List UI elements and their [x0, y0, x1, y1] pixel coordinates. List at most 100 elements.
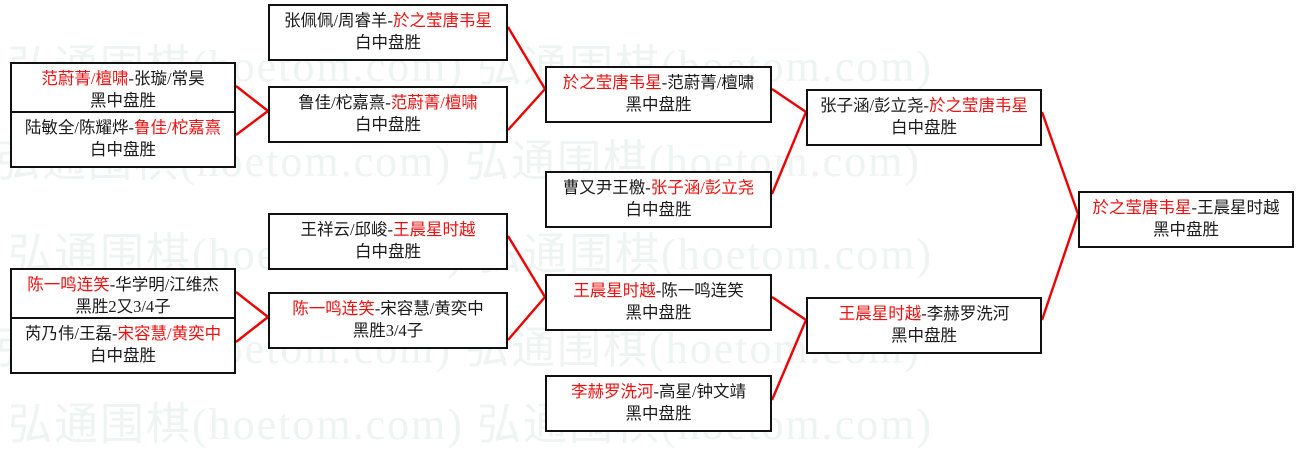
- vs-dash: -: [653, 382, 659, 401]
- vs-dash: -: [128, 118, 135, 137]
- match-players: 陈一鸣连笑-宋容慧/黄奕中: [276, 298, 500, 320]
- player-winner: 李赫罗洗河: [570, 382, 654, 401]
- vs-dash: -: [655, 281, 662, 300]
- match-players: 陈一鸣连笑-华学明/江维杰: [18, 274, 228, 296]
- match-players: 於之莹唐韦星-王晨星时越: [1086, 197, 1286, 219]
- connector-line: [506, 235, 547, 298]
- match-result: 黑中盘胜: [625, 94, 692, 114]
- match-players: 范蔚菁/檀啸-张璇/常昊: [18, 68, 228, 90]
- match-box: 陆敏全/陈耀烨-鲁佳/柁嘉熹 白中盘胜: [10, 111, 236, 168]
- player-winner: 王晨星时越: [838, 304, 922, 323]
- connector-line: [235, 316, 269, 343]
- vs-dash: -: [923, 96, 930, 115]
- match-players: 鲁佳/柁嘉熹-范蔚菁/檀啸: [276, 92, 500, 114]
- match-result: 黑中盘胜: [90, 90, 156, 110]
- player-winner: 於之莹唐韦星: [1092, 198, 1192, 217]
- player-loser: 张子涵/彭立尧: [819, 96, 924, 115]
- match-players: 王祥云/邱峻-王晨星时越: [276, 219, 500, 241]
- player-loser: 华学明/江维杰: [115, 275, 219, 294]
- connector-line: [770, 319, 808, 401]
- match-box: 范蔚菁/檀啸-张璇/常昊 黑中盘胜: [10, 62, 236, 119]
- player-loser: 高星/钟文靖: [658, 382, 747, 401]
- match-players: 於之莹唐韦星-范蔚菁/檀啸: [553, 72, 764, 94]
- vs-dash: -: [385, 93, 391, 112]
- player-winner: 范蔚菁/檀啸: [390, 93, 478, 112]
- match-result: 白中盘胜: [891, 117, 957, 137]
- player-winner: 鲁佳/柁嘉熹: [134, 118, 222, 137]
- connector-line: [1040, 111, 1080, 215]
- match-result: 白中盘胜: [355, 241, 421, 261]
- player-loser: 李赫罗洗河: [926, 304, 1010, 323]
- connector-line: [506, 26, 547, 90]
- vs-dash: -: [661, 73, 668, 92]
- match-players: 陆敏全/陈耀烨-鲁佳/柁嘉熹: [18, 117, 228, 139]
- connector-line: [507, 296, 546, 341]
- connector-line: [1040, 213, 1080, 321]
- match-result: 黑中盘胜: [625, 403, 692, 423]
- player-winner: 於之莹唐韦星: [562, 73, 662, 92]
- match-result: 黑胜3/4子: [352, 320, 424, 340]
- match-box: 曹又尹王檄-张子涵/彭立尧 白中盘胜: [545, 171, 772, 228]
- match-players: 曹又尹王檄-张子涵/彭立尧: [553, 177, 764, 199]
- player-loser: 张璇/常昊: [134, 69, 205, 88]
- player-loser: 范蔚菁/檀啸: [667, 73, 755, 92]
- player-loser: 张佩佩/周睿羊: [283, 11, 388, 30]
- match-players: 李赫罗洗河-高星/钟文靖: [553, 381, 764, 403]
- match-players: 张佩佩/周睿羊-於之莹唐韦星: [276, 10, 500, 32]
- match-players: 芮乃伟/王磊-宋容慧/黄奕中: [18, 323, 228, 345]
- match-box: 於之莹唐韦星-王晨星时越 黑中盘胜: [1078, 191, 1294, 248]
- match-box: 王晨星时越-李赫罗洗河 黑中盘胜: [806, 297, 1042, 354]
- player-loser: 芮乃伟/王磊: [24, 324, 112, 343]
- vs-dash: -: [1191, 198, 1198, 217]
- match-box: 陈一鸣连笑-华学明/江维杰 黑胜2又3/4子: [10, 268, 236, 325]
- match-players: 王晨星时越-陈一鸣连笑: [553, 280, 764, 302]
- match-box: 李赫罗洗河-高星/钟文靖 黑中盘胜: [545, 375, 772, 432]
- player-loser: 曹又尹王檄: [562, 178, 646, 197]
- player-loser: 宋容慧/黄奕中: [380, 299, 484, 318]
- player-winner: 王晨星时越: [573, 281, 656, 300]
- player-loser: 陆敏全/陈耀烨: [24, 118, 129, 137]
- player-winner: 陈一鸣连笑: [292, 299, 375, 318]
- vs-dash: -: [645, 178, 651, 197]
- player-winner: 於之莹唐韦星: [929, 96, 1029, 115]
- match-result: 白中盘胜: [355, 32, 421, 52]
- match-result: 白中盘胜: [355, 114, 421, 134]
- match-box: 张子涵/彭立尧-於之莹唐韦星 白中盘胜: [806, 89, 1042, 146]
- match-box: 芮乃伟/王磊-宋容慧/黄奕中 白中盘胜: [10, 317, 236, 374]
- match-result: 黑中盘胜: [1153, 219, 1219, 239]
- watermark-text: 弘通围棋(hoetom.com) 弘通围棋(hoetom.com): [8, 400, 934, 449]
- match-result: 黑中盘胜: [891, 325, 957, 345]
- vs-dash: -: [374, 299, 381, 318]
- vs-dash: -: [921, 304, 927, 323]
- connector-line: [235, 291, 269, 318]
- match-box: 陈一鸣连笑-宋容慧/黄奕中 黑胜3/4子: [268, 292, 508, 349]
- vs-dash: -: [112, 324, 118, 343]
- connector-line: [235, 85, 269, 112]
- player-loser: 陈一鸣连笑: [661, 281, 744, 300]
- vs-dash: -: [109, 275, 116, 294]
- player-loser: 王祥云/邱峻: [300, 220, 388, 239]
- match-result: 白中盘胜: [625, 199, 692, 219]
- connector-line: [771, 296, 807, 321]
- match-box: 张佩佩/周睿羊-於之莹唐韦星 白中盘胜: [268, 4, 508, 61]
- match-players: 张子涵/彭立尧-於之莹唐韦星: [814, 95, 1034, 117]
- match-result: 黑中盘胜: [625, 302, 692, 322]
- match-box: 鲁佳/柁嘉熹-范蔚菁/檀啸 白中盘胜: [268, 86, 508, 143]
- player-winner: 张子涵/彭立尧: [650, 178, 755, 197]
- player-winner: 王晨星时越: [393, 220, 476, 239]
- connector-line: [771, 88, 807, 113]
- player-winner: 宋容慧/黄奕中: [117, 324, 222, 343]
- player-winner: 范蔚菁/檀啸: [41, 69, 129, 88]
- vs-dash: -: [387, 11, 394, 30]
- player-winner: 於之莹唐韦星: [393, 11, 493, 30]
- match-box: 王晨星时越-陈一鸣连笑 黑中盘胜: [545, 274, 772, 331]
- match-players: 王晨星时越-李赫罗洗河: [814, 303, 1034, 325]
- match-result: 白中盘胜: [90, 345, 156, 365]
- vs-dash: -: [387, 220, 394, 239]
- connector-line: [235, 110, 269, 136]
- match-box: 於之莹唐韦星-范蔚菁/檀啸 黑中盘胜: [545, 66, 772, 123]
- vs-dash: -: [128, 69, 135, 88]
- player-winner: 陈一鸣连笑: [27, 275, 110, 294]
- connector-line: [507, 88, 546, 131]
- match-result: 黑胜2又3/4子: [75, 296, 171, 316]
